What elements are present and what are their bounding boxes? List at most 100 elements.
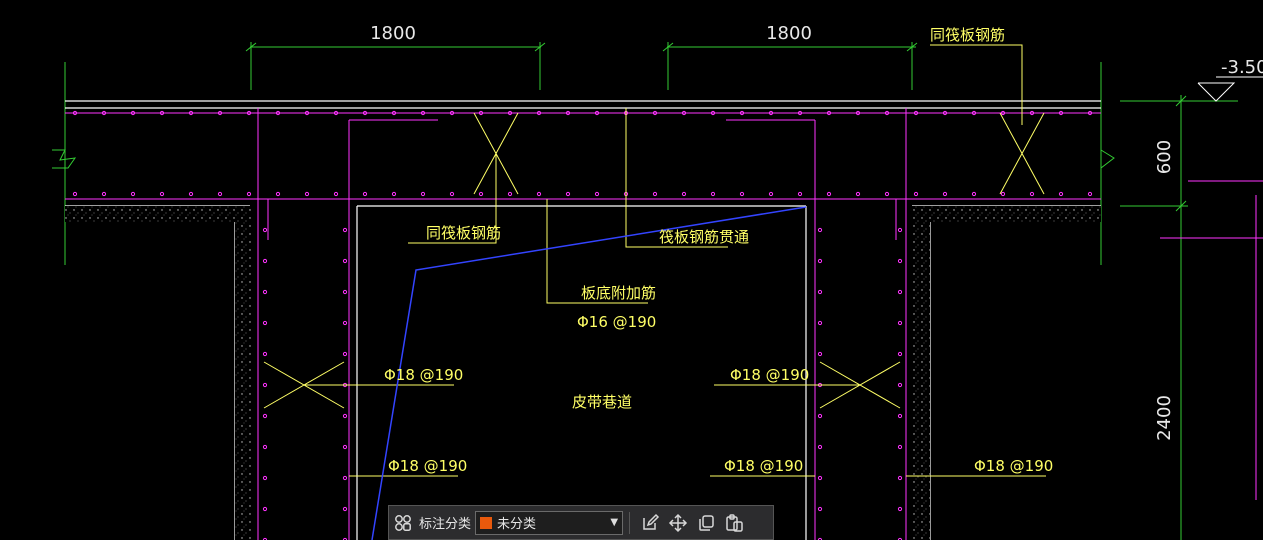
section-line bbox=[371, 206, 807, 540]
rebar-dot bbox=[1029, 110, 1035, 116]
rebar-dot bbox=[897, 413, 903, 419]
rebar-dot bbox=[797, 110, 803, 116]
rebar-dot bbox=[817, 320, 823, 326]
rebar-dot bbox=[246, 191, 252, 197]
category-value: 未分类 bbox=[497, 517, 537, 532]
rebar-dot bbox=[275, 191, 281, 197]
rebar-dot bbox=[913, 191, 919, 197]
rebar-dot bbox=[1058, 191, 1064, 197]
rebar-dot bbox=[681, 191, 687, 197]
rebar-dot bbox=[817, 506, 823, 512]
rebar-dot bbox=[72, 191, 78, 197]
rebar-dot bbox=[262, 289, 268, 295]
dim-text-1800-left: 1800 bbox=[370, 23, 416, 44]
rebar-dot bbox=[817, 258, 823, 264]
rebar-dot bbox=[342, 537, 348, 540]
rebar-dot bbox=[188, 191, 194, 197]
rebar-dot bbox=[478, 110, 484, 116]
rebar-dot bbox=[391, 110, 397, 116]
rebar-dot bbox=[652, 191, 658, 197]
rebar-dot bbox=[262, 537, 268, 540]
leader-lines bbox=[263, 44, 1046, 477]
rebar-dot bbox=[333, 110, 339, 116]
rebar-dot bbox=[262, 506, 268, 512]
rebar-dots bbox=[72, 110, 1093, 540]
label-rebar-18-190-left-lower: Φ18 @190 bbox=[388, 457, 467, 475]
rebar-dot bbox=[826, 110, 832, 116]
rebar-dot bbox=[817, 227, 823, 233]
rebar-dot bbox=[391, 191, 397, 197]
rebar-dot bbox=[217, 191, 223, 197]
rebar-dot bbox=[817, 537, 823, 540]
rebar-dot bbox=[449, 191, 455, 197]
label-slab-bottom-additional: 板底附加筋 bbox=[581, 284, 656, 302]
rebar-dot bbox=[942, 110, 948, 116]
rebar-dot bbox=[826, 191, 832, 197]
rebar-dot bbox=[817, 444, 823, 450]
paste-icon[interactable] bbox=[720, 509, 748, 537]
edit-icon[interactable] bbox=[636, 509, 664, 537]
rebar-dot bbox=[565, 110, 571, 116]
concrete-walls bbox=[65, 206, 1101, 540]
rebar-dot bbox=[897, 258, 903, 264]
rebar-dot bbox=[817, 413, 823, 419]
rebar-dot bbox=[897, 351, 903, 357]
elevation-text: -3.50 bbox=[1221, 57, 1263, 78]
grid-icon[interactable] bbox=[389, 509, 417, 537]
dim-text-600: 600 bbox=[1154, 140, 1175, 174]
rebar-dot bbox=[739, 110, 745, 116]
rebar-dot bbox=[913, 110, 919, 116]
rebar-dot bbox=[565, 191, 571, 197]
rebar-dot bbox=[159, 191, 165, 197]
rebar-dot bbox=[362, 191, 368, 197]
rebar-dot bbox=[342, 475, 348, 481]
rebar-dot bbox=[768, 110, 774, 116]
rebar-dot bbox=[507, 191, 513, 197]
move-icon[interactable] bbox=[664, 509, 692, 537]
rebar-dot bbox=[262, 258, 268, 264]
rebar-dot bbox=[262, 320, 268, 326]
rebar-dot bbox=[1000, 110, 1006, 116]
rebar-dot bbox=[897, 537, 903, 540]
copy-icon[interactable] bbox=[692, 509, 720, 537]
rebar-dot bbox=[1000, 191, 1006, 197]
rebar-dot bbox=[897, 227, 903, 233]
rebar-dot bbox=[1058, 110, 1064, 116]
rebar-dot bbox=[1087, 110, 1093, 116]
rebar-dot bbox=[342, 351, 348, 357]
rebar-dot bbox=[971, 191, 977, 197]
label-same-as-raft-top: 同筏板钢筋 bbox=[930, 26, 1005, 44]
rebar-dot bbox=[897, 506, 903, 512]
elevation-symbol bbox=[1197, 76, 1263, 102]
rebar-dot bbox=[1087, 191, 1093, 197]
dimension-lines bbox=[52, 42, 1238, 540]
rebar-dot bbox=[304, 110, 310, 116]
rebar-dot bbox=[342, 506, 348, 512]
rebar-dot bbox=[942, 191, 948, 197]
label-tunnel-name: 皮带巷道 bbox=[572, 393, 632, 411]
rebar-dot bbox=[342, 320, 348, 326]
rebar-dot bbox=[262, 382, 268, 388]
rebar-dot bbox=[362, 110, 368, 116]
rebar-dot bbox=[72, 110, 78, 116]
rebar-dot bbox=[262, 227, 268, 233]
rebar-dot bbox=[897, 475, 903, 481]
rebar-dot bbox=[817, 351, 823, 357]
rebar-dot bbox=[681, 110, 687, 116]
annotation-toolbar: 标注分类 未分类 ▼ bbox=[388, 505, 774, 540]
label-rebar-16-190: Φ16 @190 bbox=[577, 313, 656, 331]
rebar-dot bbox=[420, 110, 426, 116]
rebar-dot bbox=[217, 110, 223, 116]
rebar-dot bbox=[1029, 191, 1035, 197]
rebar-dot bbox=[817, 475, 823, 481]
rebar-dot bbox=[710, 110, 716, 116]
rebar-dot bbox=[101, 191, 107, 197]
rebar-dot bbox=[130, 191, 136, 197]
rebar-dot bbox=[130, 110, 136, 116]
category-select[interactable]: 未分类 ▼ bbox=[475, 510, 624, 535]
rebar-dot bbox=[507, 110, 513, 116]
toolbar-divider bbox=[629, 511, 631, 534]
rebar-dot bbox=[275, 110, 281, 116]
rebar-dot bbox=[897, 289, 903, 295]
